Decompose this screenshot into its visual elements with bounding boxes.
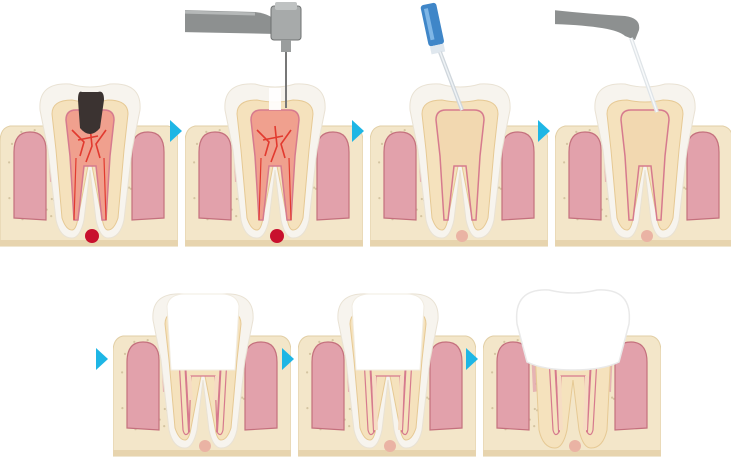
irrigation-nozzle-icon (555, 10, 659, 113)
root-apex (384, 440, 396, 452)
pulp-chamber (250, 109, 300, 221)
decay (78, 91, 104, 134)
triangle-right-icon (538, 120, 550, 142)
root-canals (369, 359, 407, 433)
core-buildup (166, 293, 240, 371)
tooth (152, 293, 254, 449)
infection-lesion (270, 229, 284, 243)
root-filling (372, 375, 404, 431)
step-panel-5 (113, 293, 291, 457)
step-panel-4 (555, 10, 731, 247)
triangle-right-icon (96, 348, 108, 370)
tooth (515, 289, 631, 449)
pulp-chamber (65, 109, 115, 221)
irrigation-syringe-icon (420, 2, 464, 111)
artificial-crown (515, 289, 631, 371)
step-panel-3 (370, 2, 548, 247)
root-canals (184, 359, 222, 433)
dental-drill-icon (185, 2, 302, 108)
pulp-chamber (435, 109, 485, 221)
core-buildup (351, 293, 425, 371)
tooth (39, 83, 141, 239)
step-panel-6 (298, 293, 476, 457)
step-panel-1 (0, 83, 178, 247)
tooth (594, 83, 696, 239)
root-filling (187, 375, 219, 401)
step-panel-7 (483, 289, 661, 457)
pulp-chamber (620, 109, 670, 221)
infection-lesion (85, 229, 99, 243)
step-panel-2 (185, 2, 363, 247)
triangle-right-icon (352, 120, 364, 142)
triangle-right-icon (466, 348, 478, 370)
tooth (224, 83, 326, 239)
root-apex (199, 440, 211, 452)
inflamed-nerves (71, 125, 107, 221)
triangle-right-icon (170, 120, 182, 142)
root-apex (456, 230, 468, 242)
root-apex (641, 230, 653, 242)
triangle-right-icon (282, 348, 294, 370)
tooth (337, 293, 439, 449)
inflamed-nerves (256, 125, 292, 221)
root-apex (569, 440, 581, 452)
tooth (409, 83, 511, 239)
root-canals (554, 359, 592, 433)
root-filling (557, 375, 589, 431)
access-opening (269, 88, 281, 110)
